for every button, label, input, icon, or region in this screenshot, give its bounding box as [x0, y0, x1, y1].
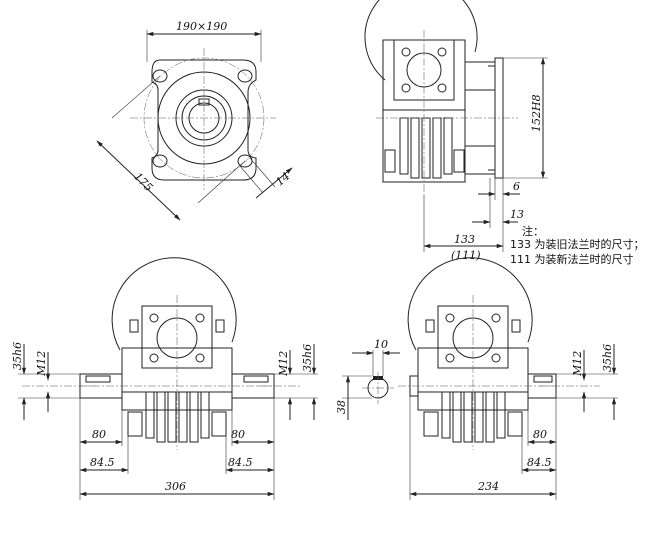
- overall-234-label: 234: [477, 480, 499, 493]
- shoulder-left-label: 84.5: [90, 456, 115, 469]
- shaft-fit-left-label: 35h6: [11, 342, 24, 370]
- shaft-len-right-label: 80: [231, 428, 245, 441]
- length-old-label: 133: [454, 233, 475, 246]
- key-height-label: 38: [335, 400, 348, 414]
- thread-right-label: M12: [277, 351, 290, 377]
- bolt-circle-label: 175: [131, 170, 155, 194]
- shoulder-right-label: 84.5: [228, 456, 253, 469]
- key-width-label: 10: [374, 338, 388, 351]
- flange-offset-label: 13: [510, 208, 524, 221]
- thread-single-label: M12: [571, 351, 584, 377]
- flange-fit-label: 152H8: [530, 94, 543, 132]
- thread-left-label: M12: [35, 351, 48, 377]
- length-new-label: (111): [451, 249, 481, 262]
- double-shaft-view: 35h6 M12 M12 35h6 80 84.5 80 84.5 306: [11, 257, 318, 500]
- shaft-fit-single-label: 35h6: [601, 344, 614, 372]
- note-line-2: 111 为装新法兰时的尺寸: [510, 252, 634, 266]
- note-title: 注：: [522, 224, 544, 238]
- overall-306-label: 306: [165, 480, 186, 493]
- shaft-len-left-label: 80: [92, 428, 106, 441]
- hole-dia-label: 14: [273, 170, 292, 189]
- shaft-fit-right-label: 35h6: [301, 344, 314, 372]
- front-view: 190×190 175 14: [96, 20, 293, 221]
- flange-thickness-label: 6: [513, 180, 520, 193]
- single-shaft-view: 10 38 M12 35h6 80 84.5 234: [335, 257, 618, 500]
- mount-size-label: 190×190: [176, 20, 227, 33]
- note-line-1: 133 为装旧法兰时的尺寸；: [510, 237, 645, 251]
- shoulder-single-label: 84.5: [527, 456, 552, 469]
- side-view: 152H8 6 13 133 (111) 注： 133 为装旧法兰时的尺寸； 1…: [364, 0, 645, 266]
- shaft-len-single-label: 80: [533, 428, 547, 441]
